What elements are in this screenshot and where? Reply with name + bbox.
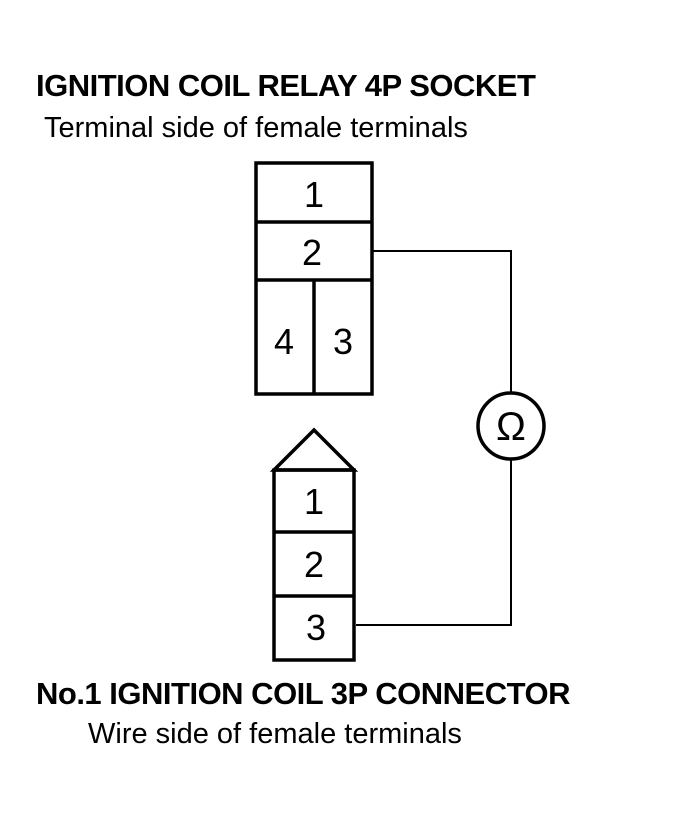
relay-terminal-4: 4 bbox=[274, 321, 294, 362]
coil-connector-outline bbox=[272, 468, 356, 662]
ohmmeter-circle bbox=[476, 391, 546, 461]
coil-terminal-1: 1 bbox=[304, 481, 324, 522]
relay-socket-title: IGNITION COIL RELAY 4P SOCKET bbox=[36, 68, 536, 103]
coil-connector bbox=[269, 427, 359, 662]
relay-socket bbox=[254, 161, 374, 396]
test-lead-lower bbox=[356, 459, 512, 626]
test-lead-upper bbox=[372, 250, 512, 393]
relay-terminal-2: 2 bbox=[302, 232, 322, 273]
coil-connector-title: No.1 IGNITION COIL 3P CONNECTOR bbox=[36, 676, 570, 711]
coil-connector-subtitle: Wire side of female terminals bbox=[88, 718, 462, 750]
relay-terminal-3: 3 bbox=[333, 321, 353, 362]
coil-terminal-3: 3 bbox=[306, 607, 326, 648]
relay-socket-subtitle: Terminal side of female terminals bbox=[44, 112, 468, 144]
coil-connector-key bbox=[269, 427, 359, 472]
coil-terminal-2: 2 bbox=[304, 544, 324, 585]
ohm-symbol-icon: Ω bbox=[496, 405, 526, 449]
relay-terminal-1: 1 bbox=[304, 174, 324, 215]
